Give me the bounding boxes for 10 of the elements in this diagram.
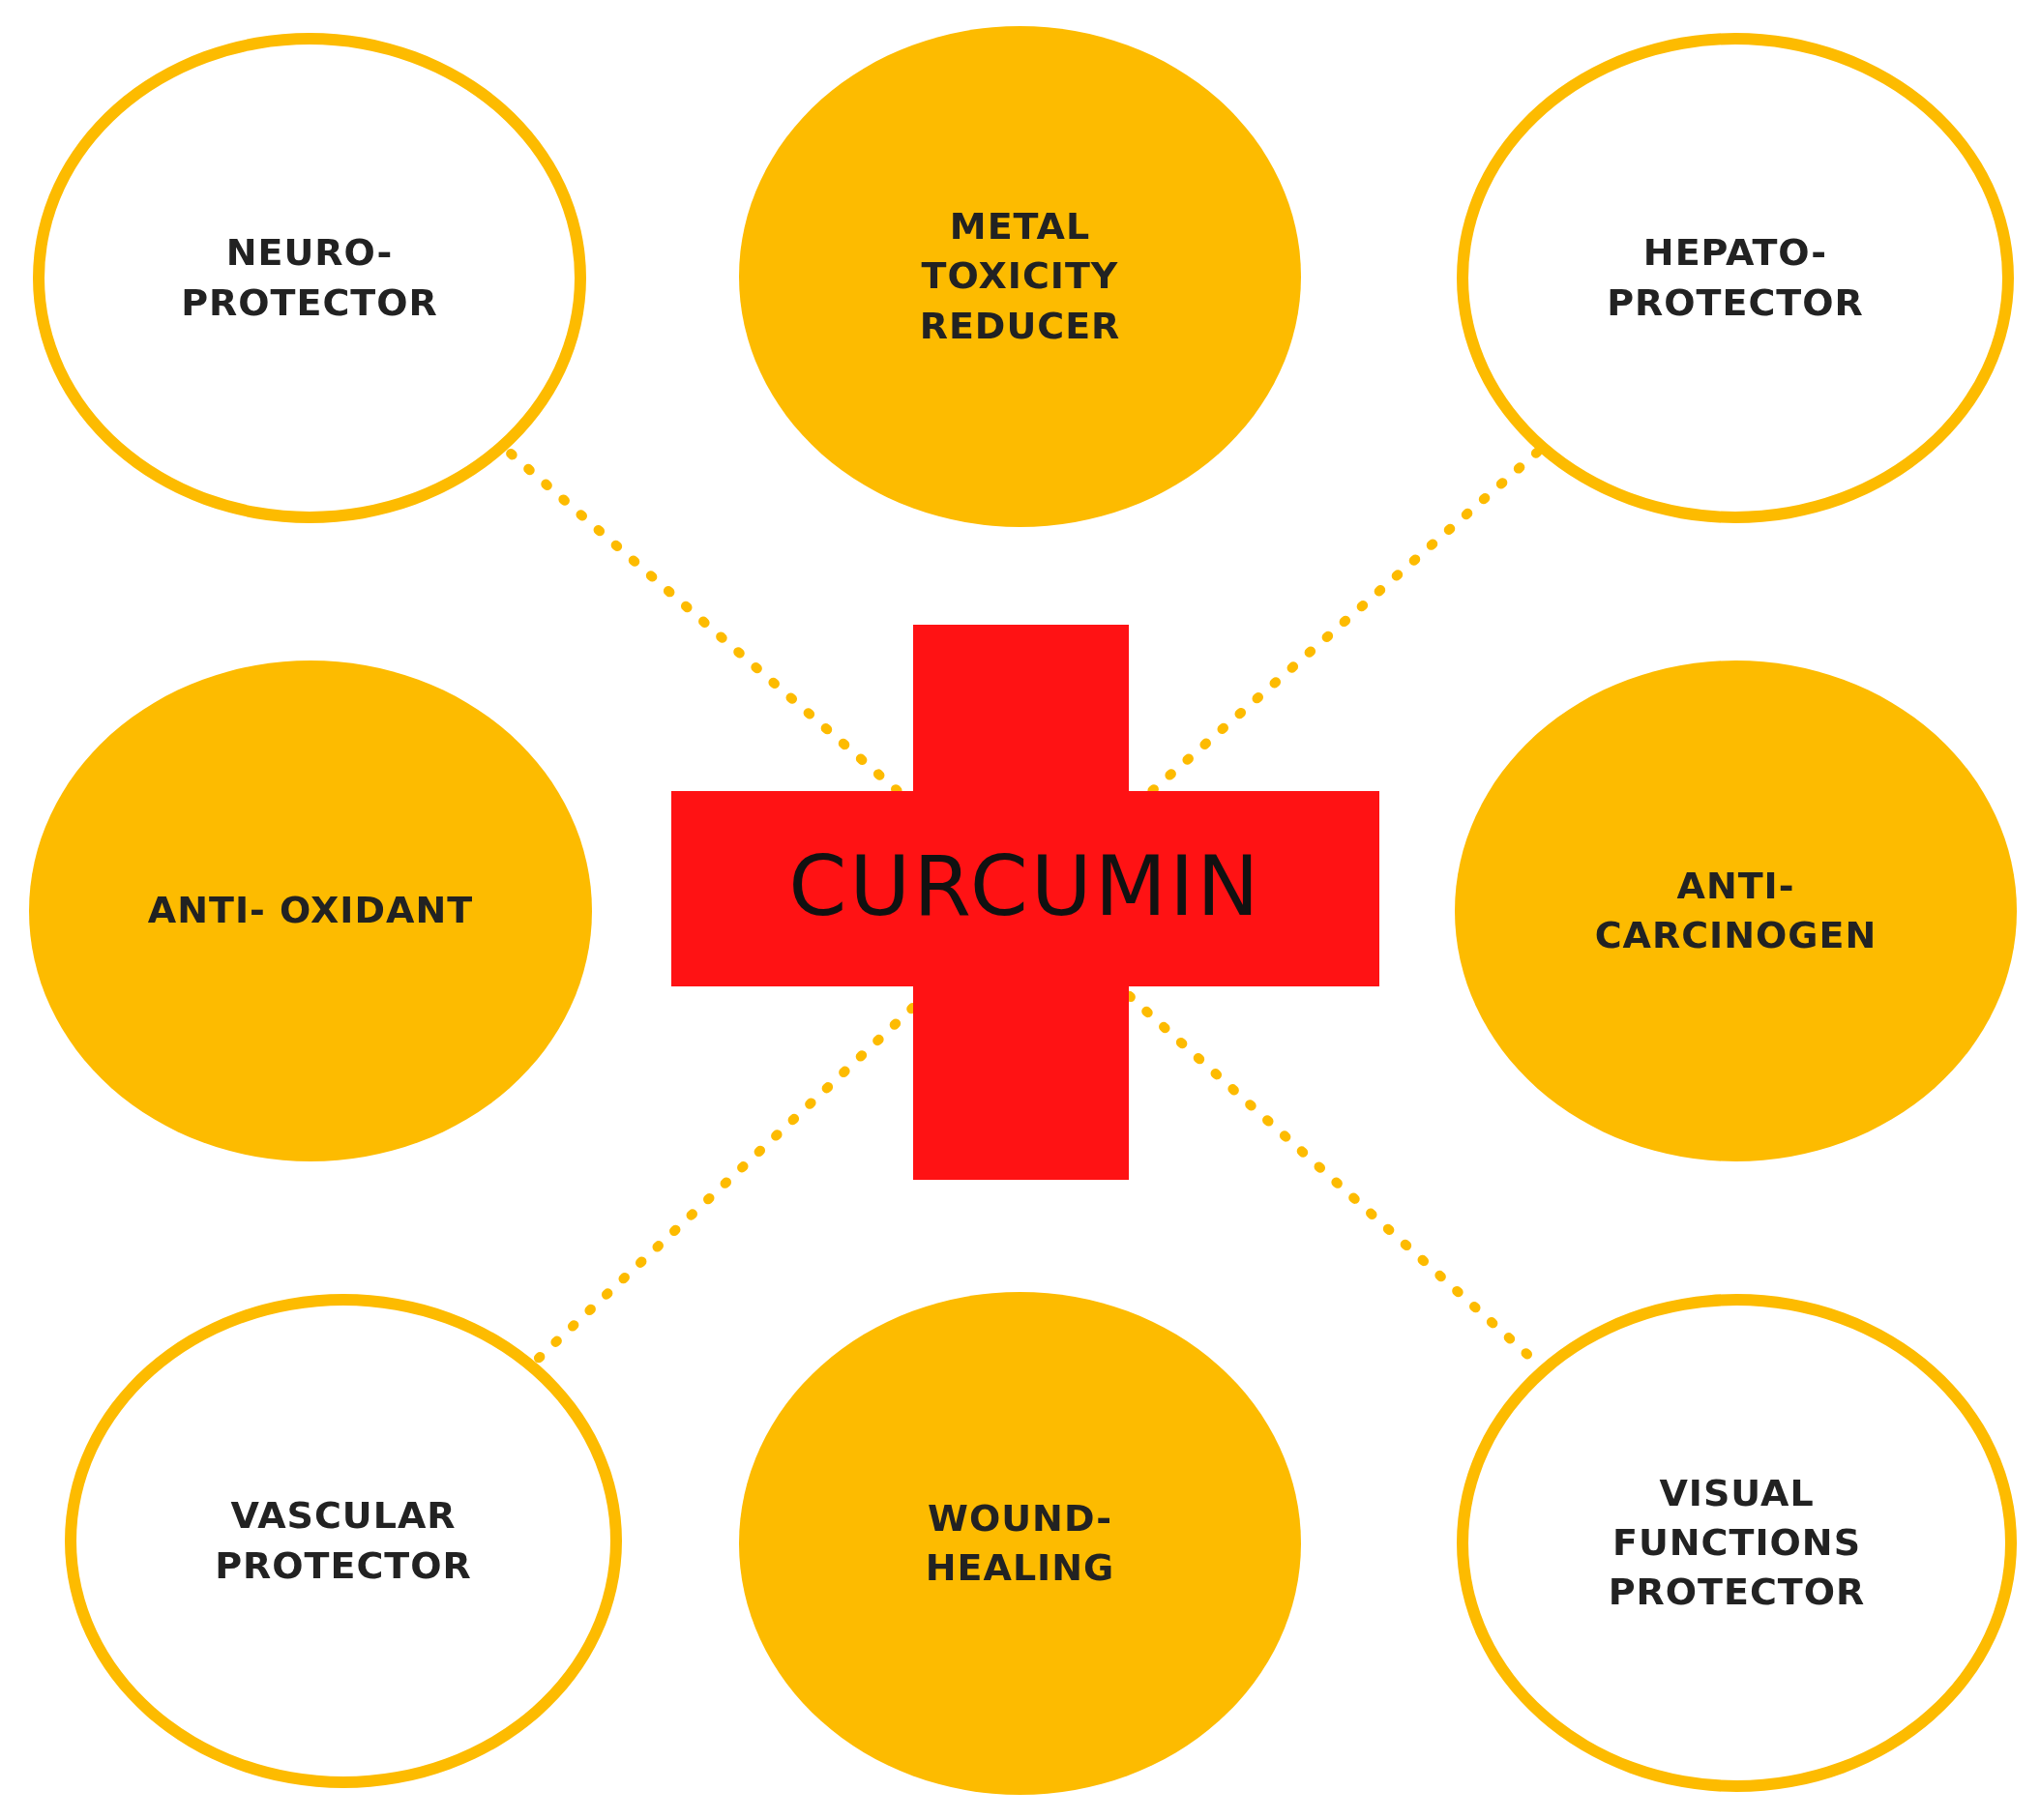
circle-label: ANTI- OXIDANT: [147, 888, 474, 934]
cross-shape: [671, 625, 1379, 1180]
center-label: CURCUMIN: [787, 844, 1263, 927]
circle-label: ANTI- CARCINOGEN: [1593, 863, 1878, 958]
circle-label: NEURO- PROTECTOR: [180, 230, 439, 326]
circle-label: VISUAL FUNCTIONS PROTECTOR: [1607, 1470, 1867, 1616]
circle-label: WOUND- HEALING: [924, 1495, 1116, 1591]
circle-label: METAL TOXICITY REDUCER: [918, 204, 1122, 349]
circle-label: HEPATO- PROTECTOR: [1606, 230, 1865, 326]
circle-label: VASCULAR PROTECTOR: [214, 1493, 473, 1589]
